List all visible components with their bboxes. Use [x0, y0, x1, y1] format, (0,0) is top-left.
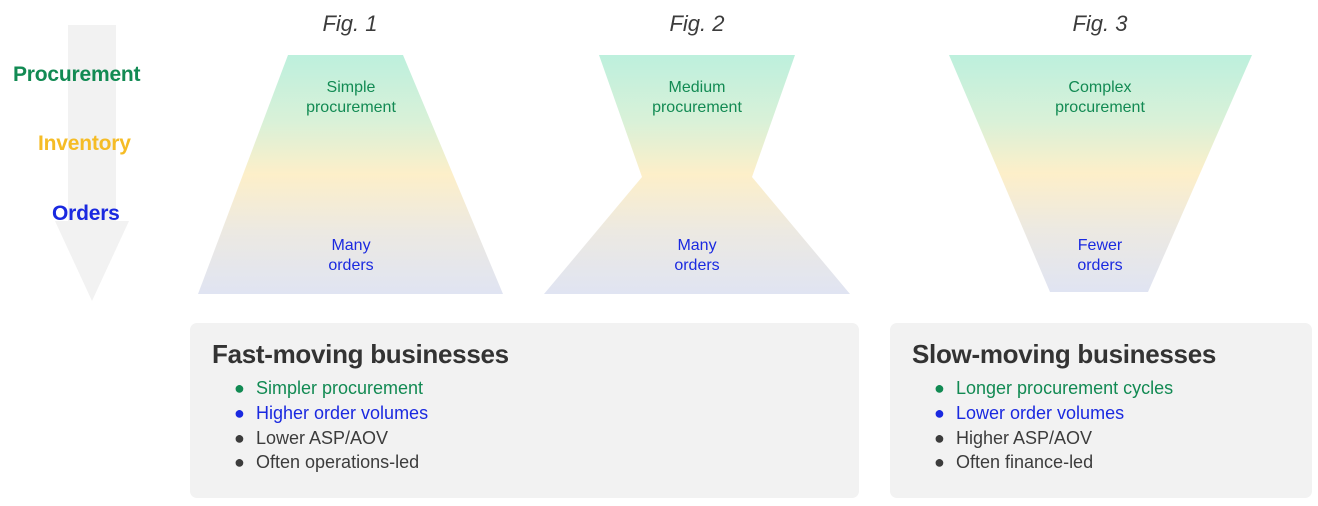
bullet-icon: ●: [234, 452, 245, 473]
bullet-icon: ●: [934, 427, 945, 448]
figure-caption-3: Fig. 3: [1072, 11, 1128, 36]
card-list-slow-moving: ● Longer procurement cycles ● Lower orde…: [912, 376, 1290, 475]
bullet-icon: ●: [934, 452, 945, 473]
list-item-label: Higher ASP/AOV: [956, 427, 1093, 448]
list-item: ● Simpler procurement: [234, 376, 837, 401]
bullet-icon: ●: [234, 378, 245, 398]
legend-label-inventory: Inventory: [38, 132, 131, 155]
funnel-1-bottom-label: Many orders: [328, 237, 374, 275]
funnel-shape-3: [946, 55, 1256, 295]
summary-card-fast-moving: Fast-moving businesses ● Simpler procure…: [190, 323, 859, 498]
list-item: ● Higher ASP/AOV: [934, 426, 1290, 451]
list-item-label: Lower ASP/AOV: [256, 427, 389, 448]
funnel-3-top-label: Complex procurement: [1055, 79, 1145, 117]
summary-card-slow-moving: Slow-moving businesses ● Longer procurem…: [890, 323, 1312, 498]
list-item: ● Lower order volumes: [934, 401, 1290, 426]
funnel-2-top-label: Medium procurement: [652, 79, 742, 117]
bullet-icon: ●: [934, 378, 945, 398]
funnel-3-bottom-label: Fewer orders: [1077, 237, 1123, 275]
funnel-shape-1: [195, 55, 507, 297]
list-item-label: Longer procurement cycles: [956, 378, 1174, 398]
list-item: ● Lower ASP/AOV: [234, 426, 837, 451]
list-item-label: Often operations-led: [256, 452, 420, 473]
flow-legend: Procurement Inventory Orders: [0, 0, 190, 310]
funnel-1-top-label: Simple procurement: [306, 79, 396, 117]
list-item-label: Often finance-led: [956, 452, 1094, 473]
list-item-label: Simpler procurement: [256, 378, 424, 398]
list-item-label: Lower order volumes: [956, 402, 1125, 423]
legend-label-procurement: Procurement: [13, 63, 141, 86]
list-item: ● Often operations-led: [234, 450, 837, 475]
funnel-shape-2: [541, 55, 853, 297]
funnel-2-bottom-label: Many orders: [674, 237, 720, 275]
card-title-fast-moving: Fast-moving businesses: [212, 339, 509, 369]
list-item-label: Higher order volumes: [256, 402, 429, 423]
list-item: ● Longer procurement cycles: [934, 376, 1290, 401]
figure-caption-1: Fig. 1: [322, 11, 378, 36]
list-item: ● Often finance-led: [934, 450, 1290, 475]
downward-flow-arrow-icon: [55, 25, 129, 301]
card-list-fast-moving: ● Simpler procurement ● Higher order vol…: [212, 376, 837, 475]
legend-label-orders: Orders: [52, 202, 120, 225]
card-title-slow-moving: Slow-moving businesses: [912, 339, 1217, 369]
bullet-icon: ●: [234, 427, 245, 448]
bullet-icon: ●: [234, 402, 245, 423]
figure-caption-2: Fig. 2: [669, 11, 725, 36]
bullet-icon: ●: [934, 402, 945, 423]
list-item: ● Higher order volumes: [234, 401, 837, 426]
